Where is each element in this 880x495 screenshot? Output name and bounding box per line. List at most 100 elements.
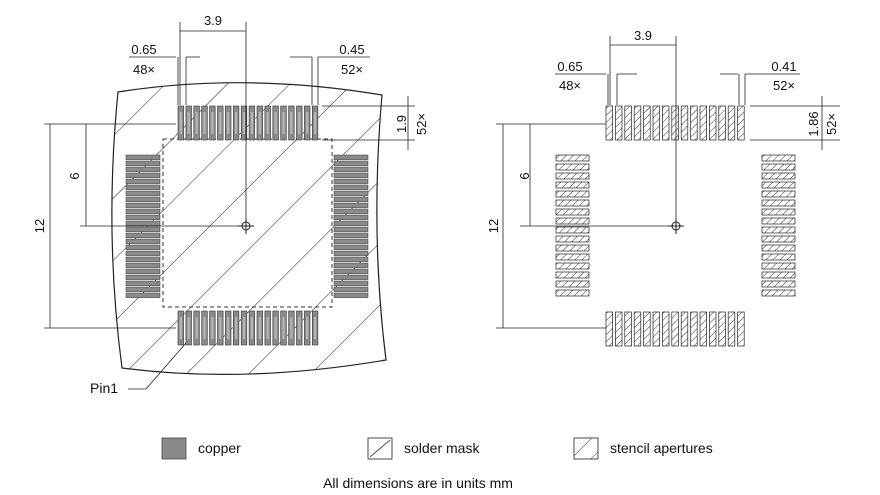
pad-inner-bottom bbox=[274, 317, 277, 339]
pad-inner-bottom bbox=[282, 317, 285, 339]
copper-pad-bottom bbox=[240, 310, 248, 346]
package-outline bbox=[162, 138, 333, 308]
copper-pad-left bbox=[125, 292, 161, 298]
stencil-aperture-bottom bbox=[718, 311, 726, 347]
copper-pad-left bbox=[125, 274, 161, 280]
stencil-aperture-right bbox=[761, 190, 796, 198]
copper-pad-top bbox=[185, 105, 192, 141]
stencil-aperture-top bbox=[709, 105, 717, 141]
pad-inner-top bbox=[250, 112, 254, 134]
copper-pad-bottom bbox=[225, 310, 232, 346]
stencil-aperture-right bbox=[761, 172, 796, 180]
copper-pad-bottom bbox=[264, 310, 271, 346]
right-center-offset-label: 6 bbox=[517, 172, 532, 179]
copper-pad-right bbox=[333, 244, 369, 250]
copper-pad-left bbox=[125, 154, 161, 160]
stencil-aperture-top bbox=[643, 105, 651, 141]
legend-copper-label: copper bbox=[198, 440, 241, 456]
copper-pad-right bbox=[333, 280, 369, 286]
left-pitch-label: 3.9 bbox=[204, 13, 222, 28]
copper-pad-top bbox=[272, 105, 279, 141]
stencil-aperture-left bbox=[555, 172, 590, 180]
pad-inner-bottom bbox=[242, 317, 246, 339]
copper-pad-left bbox=[125, 280, 161, 286]
stencil-aperture-bottom bbox=[690, 311, 698, 347]
pad-inner-top bbox=[234, 112, 238, 134]
copper-pad-right bbox=[333, 172, 369, 178]
right-stencil-view: 3.9 0.65 48× 0.41 52× 1.86 52× 6 12 bbox=[486, 28, 840, 347]
copper-pad-top bbox=[288, 105, 295, 141]
right-pitch-label: 3.9 bbox=[634, 28, 652, 43]
pad-inner-bottom bbox=[234, 317, 238, 339]
stencil-aperture-right bbox=[761, 262, 796, 270]
pad-inner-top bbox=[227, 112, 230, 134]
copper-pad-top bbox=[256, 105, 263, 141]
copper-pad-right bbox=[333, 256, 369, 262]
copper-pad-bottom bbox=[217, 310, 224, 346]
stencil-aperture-bottom bbox=[699, 311, 707, 347]
pad-inner-bottom bbox=[211, 317, 214, 339]
copper-pad-top bbox=[240, 105, 248, 141]
copper-pad-top bbox=[217, 105, 224, 141]
copper-pad-right bbox=[333, 154, 369, 160]
stencil-aperture-left bbox=[555, 271, 590, 279]
copper-pad-left bbox=[125, 178, 161, 184]
copper-pad-bottom bbox=[193, 310, 200, 346]
legend-stencil-label: stencil apertures bbox=[610, 440, 713, 456]
pad-inner-top bbox=[298, 112, 301, 134]
legend: copper solder mask stencil apertures bbox=[161, 437, 713, 460]
stencil-aperture-top bbox=[615, 105, 623, 141]
copper-pad-left bbox=[125, 196, 161, 202]
copper-pad-top bbox=[233, 105, 240, 141]
stencil-aperture-left bbox=[555, 280, 590, 288]
stencil-aperture-top bbox=[690, 105, 698, 141]
pad-inner-top bbox=[290, 112, 293, 134]
copper-pad-bottom bbox=[256, 310, 263, 346]
copper-pad-top bbox=[209, 105, 216, 141]
legend-item-copper: copper bbox=[161, 437, 241, 460]
copper-pad-bottom bbox=[311, 310, 319, 346]
stencil-aperture-right bbox=[761, 280, 796, 288]
copper-pad-left bbox=[125, 268, 161, 274]
stencil-aperture-right bbox=[761, 217, 796, 225]
copper-pad-left bbox=[125, 166, 161, 172]
stencil-aperture-top bbox=[727, 105, 736, 141]
pad-inner-bottom bbox=[219, 317, 222, 339]
copper-pad-right bbox=[333, 166, 369, 172]
stencil-aperture-top bbox=[699, 105, 707, 141]
copper-pad-left bbox=[125, 160, 161, 166]
stencil-aperture-left bbox=[555, 226, 590, 234]
copper-pad-left bbox=[125, 256, 161, 262]
pad-inner-bottom bbox=[298, 317, 301, 339]
pad-inner-top bbox=[203, 112, 206, 134]
copper-pad-left bbox=[125, 184, 161, 190]
copper-pad-right bbox=[333, 202, 369, 208]
left-pad-gap-label: 0.45 bbox=[339, 42, 364, 57]
stencil-aperture-right bbox=[761, 199, 796, 207]
left-pad-gap-count: 52× bbox=[341, 62, 363, 77]
pad-inner-bottom bbox=[258, 317, 261, 339]
stencil-aperture-top bbox=[662, 105, 670, 141]
right-pad-gap-label: 0.41 bbox=[771, 59, 796, 74]
stencil-aperture-left bbox=[555, 163, 590, 171]
copper-pad-bottom bbox=[185, 310, 192, 346]
pad-inner-bottom bbox=[306, 317, 309, 339]
copper-pad-right bbox=[333, 220, 369, 226]
left-pad-width-count: 48× bbox=[133, 62, 155, 77]
stencil-aperture-bottom bbox=[643, 311, 651, 347]
copper-pad-left bbox=[125, 220, 161, 226]
stencil-aperture-right bbox=[761, 253, 796, 261]
copper-pad-right bbox=[333, 160, 369, 166]
copper-pad-left bbox=[125, 244, 161, 250]
right-pad-width-count: 48× bbox=[559, 78, 581, 93]
copper-pad-right bbox=[333, 262, 369, 268]
pad-inner-bottom bbox=[250, 317, 254, 339]
stencil-aperture-right bbox=[761, 208, 796, 216]
copper-pad-right bbox=[333, 208, 369, 214]
left-center-offset-label: 6 bbox=[67, 172, 82, 179]
copper-pad-right bbox=[333, 196, 369, 202]
copper-pad-left bbox=[125, 226, 161, 232]
copper-pad-bottom bbox=[209, 310, 216, 346]
stencil-aperture-bottom bbox=[709, 311, 717, 347]
